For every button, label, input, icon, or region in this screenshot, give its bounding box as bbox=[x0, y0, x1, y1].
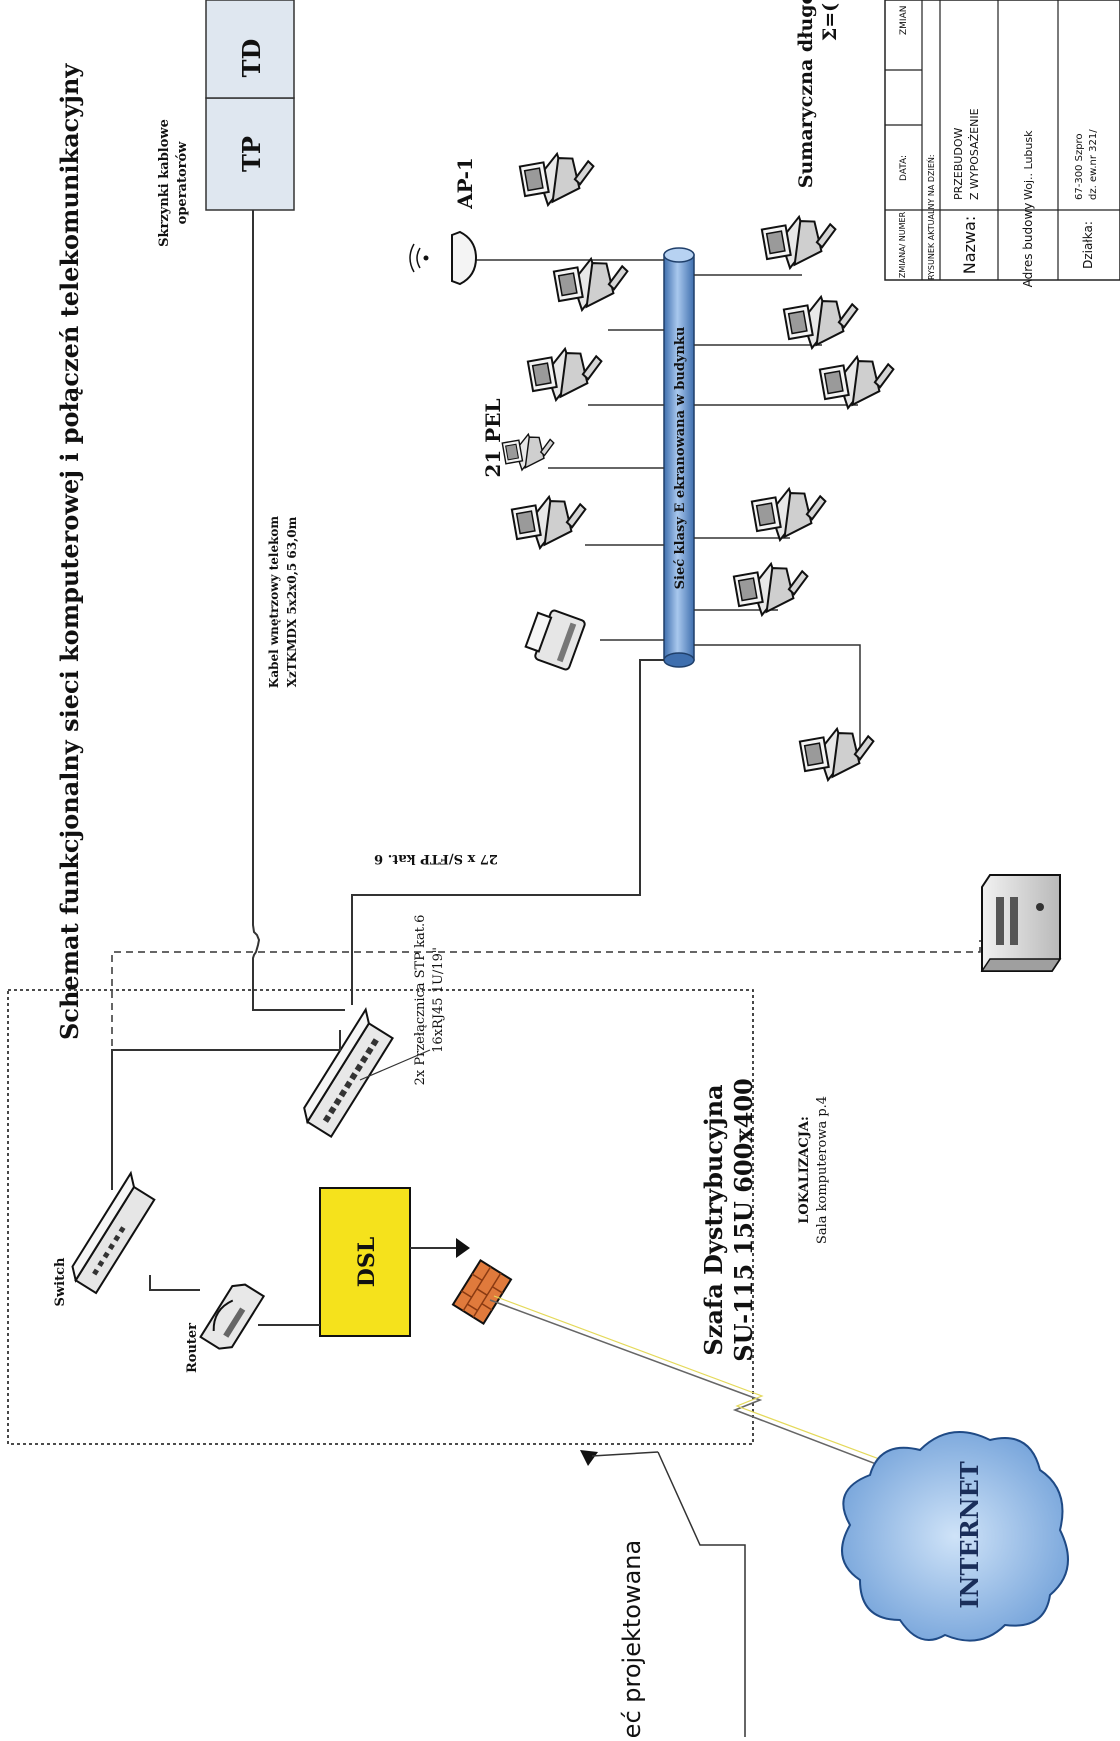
title-block-plot-label: Działka: bbox=[1081, 221, 1095, 269]
title-block-name-value-line2: Z WYPOSAŻENIE bbox=[968, 108, 981, 200]
workstation-icon bbox=[745, 481, 828, 548]
title-block-date-header: DATA: bbox=[899, 155, 909, 181]
patch-panel-icon bbox=[303, 1007, 394, 1138]
server-link-dashed bbox=[111, 940, 981, 1190]
title-block-address-value: Woj.. Lubusk bbox=[1022, 130, 1035, 200]
internet-cloud-icon bbox=[841, 1431, 1069, 1642]
title-block-current-as-of: RYSUNEK AKTUALNY NA DZIEŃ: bbox=[925, 154, 936, 280]
cabinet-title-line2: SU-115 15U 600x400 bbox=[729, 1078, 758, 1361]
workstation-icon bbox=[755, 209, 838, 276]
designed-network-label: Sieć projektowana bbox=[618, 1540, 646, 1737]
operator-box-td bbox=[205, 0, 295, 99]
operators-heading-line2: operatorów bbox=[175, 141, 190, 225]
router-icon bbox=[199, 1283, 266, 1350]
internal-cable-label-line1: Kabel wnętrzowy telekom bbox=[267, 516, 281, 689]
dsl-label: DSL bbox=[354, 1237, 380, 1287]
dsl-box bbox=[319, 1187, 411, 1337]
patch-panel-label-line1: 2x Przełącznica STP kat.6 bbox=[413, 915, 428, 1086]
operator-boxes: Skrzynki kablowe operatorów TP TD bbox=[157, 0, 295, 247]
workstation-icon bbox=[513, 146, 596, 213]
access-point-label: AP-1 bbox=[453, 157, 477, 210]
total-length-line2: Σ=( bbox=[819, 3, 841, 41]
sftp-cable-line bbox=[351, 659, 664, 1005]
designed-network-arrow-icon bbox=[580, 1450, 598, 1466]
distribution-cabinet-outline bbox=[7, 989, 754, 1445]
operator-box-tp bbox=[205, 97, 295, 211]
internet-link-line-highlight bbox=[493, 1295, 969, 1493]
workstation-icon bbox=[505, 489, 588, 556]
title-block: ZMIANA/ NUMER DATA: ZMIAN RYSUNEK AKTUAL… bbox=[884, 0, 1120, 288]
operator-box-td-label: TD bbox=[237, 39, 266, 78]
switch-label: Switch bbox=[53, 1257, 68, 1306]
workstation-icon bbox=[547, 251, 630, 318]
title-block-address-label: Adres budowy bbox=[1021, 203, 1035, 288]
title-block-plot-value-line2: dz. ew.nr 321/ bbox=[1088, 129, 1099, 200]
workstation-icon bbox=[497, 429, 556, 476]
cabinet-title-line1: Szafa Dystrybucyjna bbox=[699, 1084, 728, 1355]
access-point-icon bbox=[409, 230, 478, 286]
printer-icon bbox=[524, 609, 586, 671]
workstation-icons bbox=[497, 146, 896, 788]
location-value: Sala komputerowa p.4 bbox=[815, 1096, 830, 1244]
workstation-icon bbox=[793, 721, 876, 788]
telecom-cable-line bbox=[252, 210, 345, 1011]
internet-link-line bbox=[489, 1299, 966, 1499]
title-block-plot-value-line1: 67-300 Szpro bbox=[1074, 133, 1085, 200]
workstation-count-label: 21 PEL bbox=[481, 398, 505, 477]
title-block-name-value-line1: PRZEBUDOW bbox=[952, 128, 965, 200]
patch-panel-label-line2: 16xRJ45 1U/19" bbox=[431, 947, 446, 1053]
workstation-icon bbox=[521, 341, 604, 408]
title-block-name-label: Nazwa: bbox=[960, 216, 979, 274]
operator-box-tp-label: TP bbox=[237, 136, 266, 172]
location-label: LOKALIZACJA: bbox=[797, 1116, 812, 1224]
internal-cable-label-line2: XzTKMDX 5x2x0,5 63,0m bbox=[285, 516, 299, 687]
dsl-arrow-icon bbox=[456, 1238, 470, 1258]
title-block-change-number: ZMIANA/ NUMER bbox=[898, 211, 907, 278]
building-network-label: Sieć klasy E ekranowana w budynku bbox=[673, 327, 688, 590]
sftp-cable-label: 27 x S/FTP kat. 6 bbox=[374, 851, 498, 866]
patch-panel-pointer bbox=[359, 1049, 431, 1081]
workstation-icon bbox=[727, 556, 810, 623]
designed-network-pointer bbox=[657, 1451, 746, 1737]
diagram-title: Schemat funkcjonalny sieci komputerowej … bbox=[55, 63, 84, 1040]
internet-label: INTERNET bbox=[955, 1461, 984, 1608]
router-label: Router bbox=[185, 1323, 200, 1373]
switch-icon bbox=[71, 1170, 156, 1295]
total-length-line1: Sumaryczna długo bbox=[795, 0, 817, 188]
switch-to-patch-line bbox=[111, 1030, 341, 1190]
building-network-backbone: Sieć klasy E ekranowana w budynku bbox=[663, 247, 695, 668]
designed-network-arrow-shaft bbox=[591, 1451, 659, 1457]
firewall-icon bbox=[451, 1259, 513, 1325]
title-block-change-header: ZMIAN bbox=[899, 6, 909, 35]
router-to-switch-line bbox=[149, 1275, 200, 1291]
operators-heading-line1: Skrzynki kablowe bbox=[157, 119, 172, 247]
server-icon bbox=[980, 874, 1062, 972]
